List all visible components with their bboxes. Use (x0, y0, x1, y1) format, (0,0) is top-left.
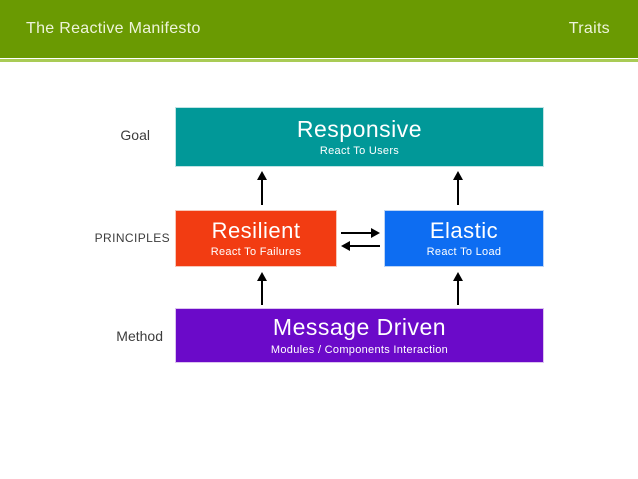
resilient-title: Resilient (211, 217, 301, 243)
arrow-right-resilient-to-elastic-icon (341, 228, 380, 238)
row-label-principles: PRINCIPLES (94, 231, 170, 245)
message-driven-box: Message Driven Modules / Components Inte… (175, 308, 544, 363)
message-driven-subtitle: Modules / Components Interaction (270, 343, 449, 356)
elastic-title: Elastic (429, 217, 499, 243)
arrow-up-resilient-to-responsive-icon (256, 171, 268, 205)
header-accent-strip (0, 59, 638, 62)
header-section-label: Traits (568, 20, 610, 37)
responsive-title: Responsive (296, 115, 423, 142)
slide-title: The Reactive Manifesto (26, 20, 201, 37)
elastic-box: Elastic React To Load (384, 210, 544, 267)
message-driven-title: Message Driven (272, 314, 447, 341)
resilient-subtitle: React To Failures (210, 246, 302, 259)
elastic-subtitle: React To Load (426, 246, 502, 259)
responsive-box: Responsive React To Users (175, 107, 544, 167)
row-label-method: Method (116, 328, 163, 344)
resilient-box: Resilient React To Failures (175, 210, 337, 267)
row-label-goal: Goal (120, 127, 150, 143)
arrow-left-elastic-to-resilient-icon (341, 241, 380, 251)
arrow-up-message-to-resilient-icon (256, 272, 268, 305)
responsive-subtitle: React To Users (319, 145, 400, 158)
arrow-up-elastic-to-responsive-icon (452, 171, 464, 205)
arrow-up-message-to-elastic-icon (452, 272, 464, 305)
header-bar: The Reactive Manifesto Traits (0, 0, 638, 58)
